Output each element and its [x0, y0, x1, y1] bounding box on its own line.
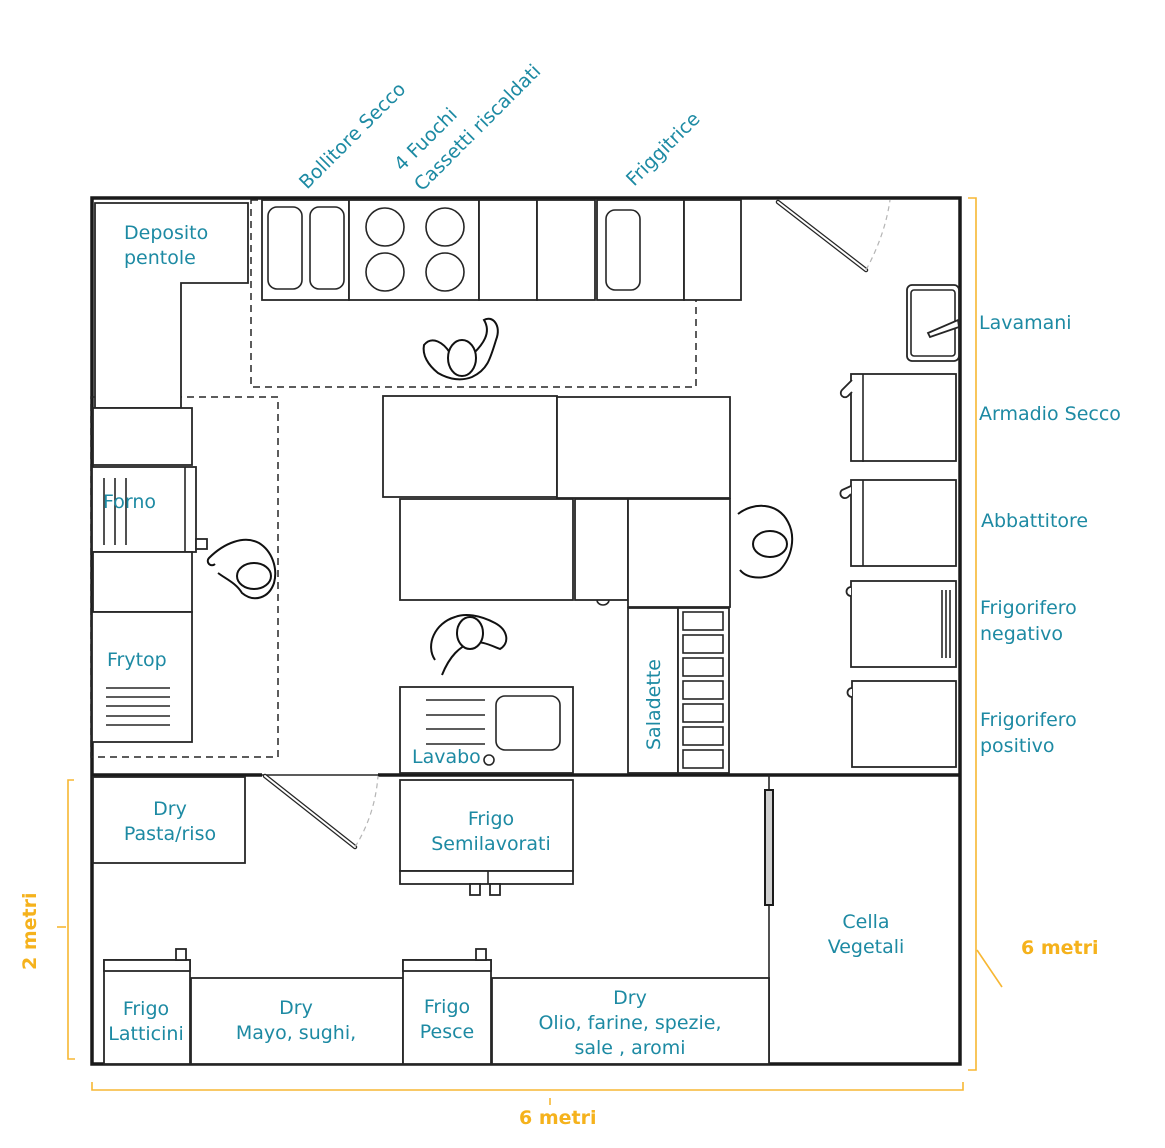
- dimension-label-height: 6 metri: [1021, 937, 1098, 959]
- label-frigorifero-positivo-2: positivo: [980, 735, 1054, 757]
- left-counter-2: [92, 551, 193, 613]
- lavabo: [399, 686, 574, 774]
- label-frigo-semi-1: Frigo: [468, 808, 514, 830]
- abbattitore: [839, 479, 957, 567]
- label-dry-olio-1: Dry: [613, 987, 647, 1009]
- kitchen-door[interactable]: [775, 199, 891, 273]
- label-dry-olio-3: sale , aromi: [574, 1037, 685, 1059]
- dimension-line-width: [91, 1082, 964, 1091]
- chef-figure-left: [206, 538, 277, 600]
- chef-figure-right: [737, 504, 794, 579]
- label-dry-mayo-2: Mayo, sughi,: [236, 1022, 356, 1044]
- label-saladette: Saladette: [643, 659, 665, 750]
- dimension-line-storage: [67, 779, 75, 1060]
- dry-olio-farine: [491, 977, 770, 1065]
- label-friggitrice: Friggitrice: [622, 108, 705, 191]
- label-abbattitore: Abbattitore: [981, 510, 1088, 532]
- forno: [91, 466, 208, 553]
- label-frigorifero-negativo-1: Frigorifero: [980, 597, 1077, 619]
- frigorifero-negativo: [845, 580, 957, 668]
- label-cella-2: Vegetali: [828, 936, 905, 958]
- dimension-leader: [976, 949, 1003, 988]
- label-cella-1: Cella: [842, 911, 889, 933]
- frigo-pesce: [402, 948, 492, 1065]
- lavamani: [906, 284, 960, 362]
- cassetti-riscaldati-1: [478, 199, 538, 301]
- label-dry-mayo-1: Dry: [279, 997, 313, 1019]
- label-frigo-pesce-2: Pesce: [420, 1021, 475, 1043]
- chef-figure-center: [430, 614, 508, 676]
- frigorifero-positivo: [846, 680, 957, 768]
- island-table-1: [382, 395, 558, 498]
- label-deposito-1: Deposito: [124, 222, 208, 244]
- label-frigo-pesce-1: Frigo: [424, 996, 470, 1018]
- island-table-2: [556, 396, 731, 499]
- cassetti-riscaldati-2: [536, 199, 596, 301]
- island-table-5: [627, 498, 731, 608]
- label-dry-pasta-2: Pasta/riso: [124, 823, 216, 845]
- left-counter: [92, 407, 193, 466]
- label-frigo-latt-2: Latticini: [108, 1023, 183, 1045]
- island-table-4: [574, 498, 629, 601]
- armadio-secco: [839, 373, 957, 462]
- quattro-fuochi: [348, 199, 480, 301]
- table-handle: [596, 599, 610, 606]
- label-frigo-semi-2: Semilavorati: [431, 833, 551, 855]
- saladette: [627, 607, 730, 774]
- label-deposito-2: pentole: [124, 247, 196, 269]
- label-frigo-latt-1: Frigo: [123, 998, 169, 1020]
- outer-wall: [90, 196, 962, 1066]
- oven-work-zone: [90, 396, 279, 758]
- dry-mayo-sughi: [190, 977, 404, 1065]
- label-frigorifero-negativo-2: negativo: [980, 623, 1063, 645]
- dimension-label-width: 6 metri: [519, 1107, 596, 1129]
- frigo-semilavorati: [399, 779, 574, 896]
- label-forno: Forno: [103, 491, 156, 513]
- friggitrice: [596, 199, 685, 301]
- label-dry-olio-2: Olio, farine, spezie,: [538, 1012, 721, 1034]
- storage-door[interactable]: [262, 773, 379, 850]
- bollitore-secco: [261, 199, 350, 301]
- frytop: [91, 611, 193, 743]
- dimension-line-height: [968, 197, 977, 1071]
- dry-pasta-riso: [92, 776, 246, 864]
- frigo-latticini: [103, 948, 191, 1065]
- label-bollitore-secco: Bollitore Secco: [295, 78, 410, 193]
- label-lavabo: Lavabo: [412, 746, 481, 768]
- label-lavamani: Lavamani: [979, 312, 1072, 334]
- chef-figure-top: [422, 317, 499, 381]
- label-frigorifero-positivo-1: Frigorifero: [980, 709, 1077, 731]
- cella-door[interactable]: [764, 789, 774, 906]
- top-counter-end: [683, 199, 742, 301]
- label-dry-pasta-1: Dry: [153, 798, 187, 820]
- label-armadio-secco: Armadio Secco: [979, 403, 1121, 425]
- dimension-label-storage: 2 metri: [19, 893, 41, 970]
- island-table-3: [399, 498, 574, 601]
- label-frytop: Frytop: [107, 649, 167, 671]
